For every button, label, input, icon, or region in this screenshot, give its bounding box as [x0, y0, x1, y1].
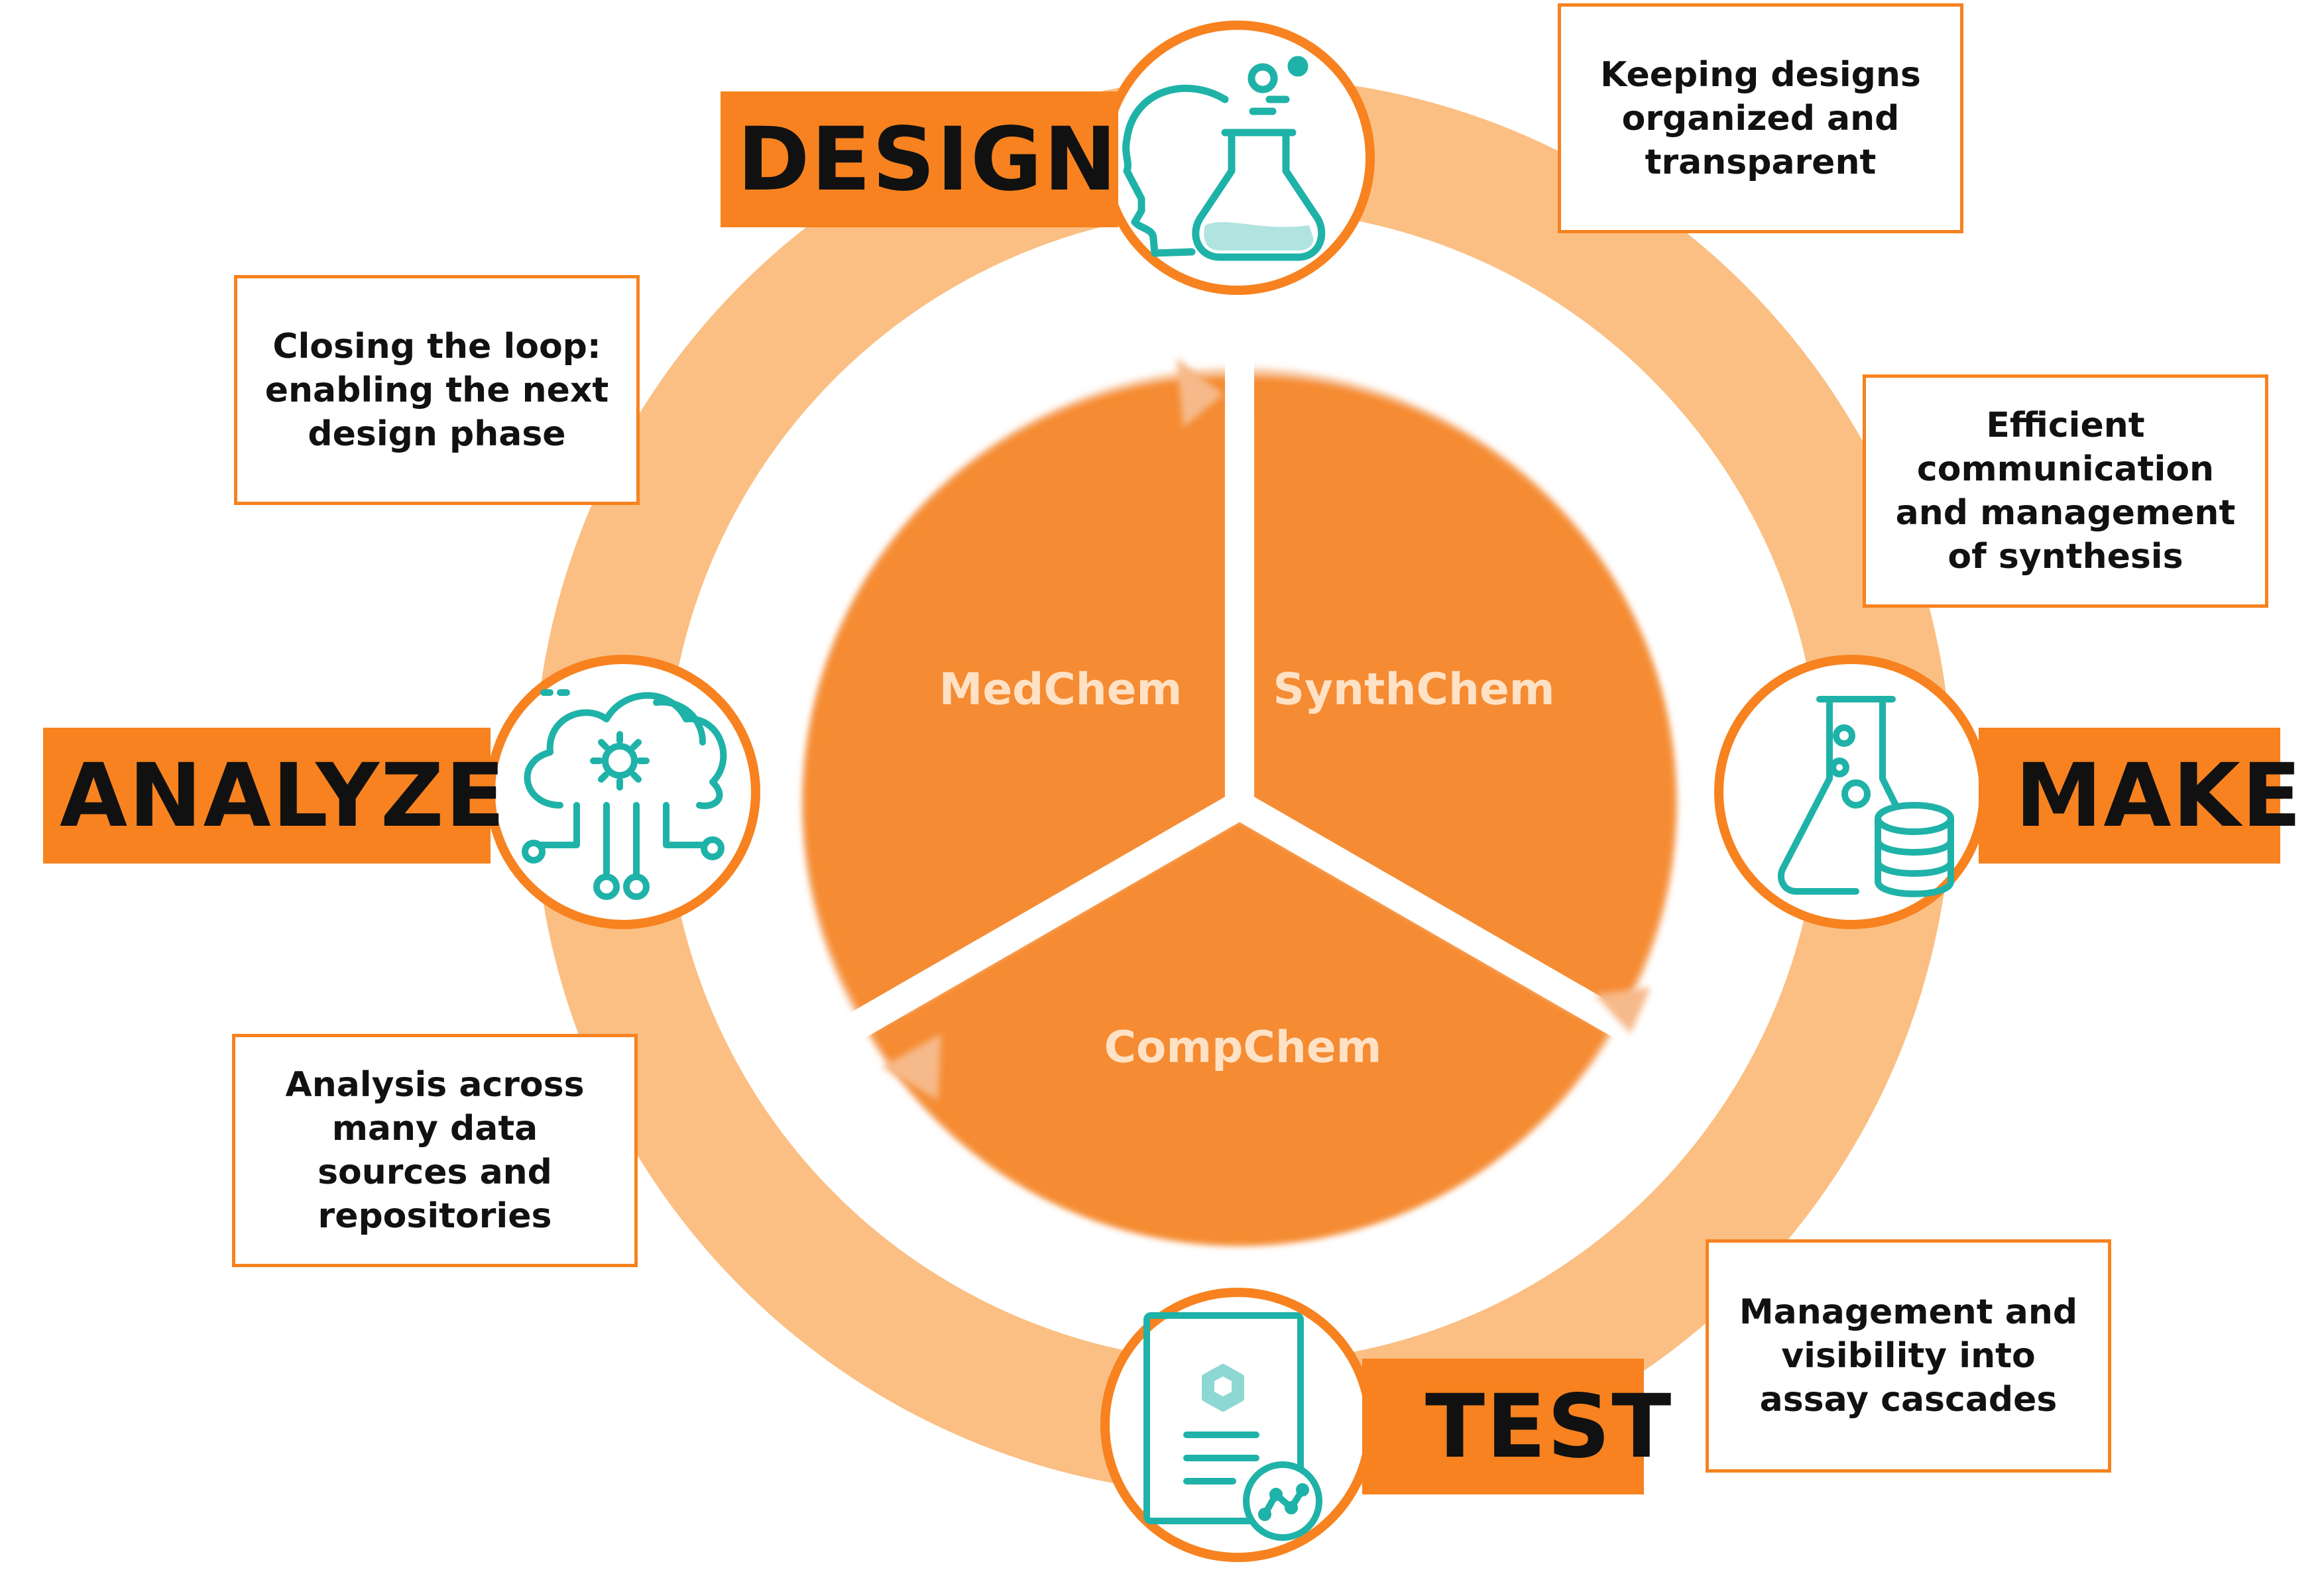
analyze-stage-label: ANALYZE	[43, 728, 505, 864]
segment-label-compchem: CompChem	[1104, 1021, 1382, 1073]
separator-right	[1232, 792, 1646, 1048]
callout-analyze: Analysis across many data sources and re…	[232, 1034, 638, 1267]
inner-arrowhead-left	[882, 1034, 941, 1100]
callout-test-text: Management and visibility into assay cas…	[1739, 1292, 2078, 1420]
inner-arrowhead-top	[1177, 358, 1223, 427]
callout-test: Management and visibility into assay cas…	[1706, 1239, 2111, 1473]
segment-label-synthchem: SynthChem	[1273, 663, 1555, 715]
design-stage-label: DESIGN	[721, 91, 1118, 227]
make-stage-label: MAKE	[1979, 728, 2301, 864]
head-flask-icon	[1122, 56, 1326, 261]
callout-make-text: Efficient communication and management o…	[1895, 406, 2236, 577]
segment-medchem	[803, 376, 1230, 1014]
callout-analyze-text: Analysis across many data sources and re…	[285, 1065, 585, 1236]
callout-loop: Closing the loop: enabling the next desi…	[234, 275, 640, 505]
segment-synthchem	[1249, 376, 1676, 1014]
assay-report-icon	[1143, 1312, 1322, 1541]
cloud-gear-circuit-icon	[522, 689, 727, 900]
separator-left	[833, 792, 1247, 1048]
callout-design: Keeping designs organized and transparen…	[1558, 3, 1963, 233]
callout-make: Efficient communication and management o…	[1863, 374, 2268, 608]
flask-database-icon	[1777, 696, 1954, 897]
test-stage-label: TEST	[1362, 1359, 1671, 1494]
callout-design-text: Keeping designs organized and transparen…	[1600, 54, 1921, 182]
callout-loop-text: Closing the loop: enabling the next desi…	[264, 326, 609, 454]
inner-arrowhead-right	[1594, 987, 1651, 1034]
segment-label-medchem: MedChem	[939, 663, 1183, 715]
